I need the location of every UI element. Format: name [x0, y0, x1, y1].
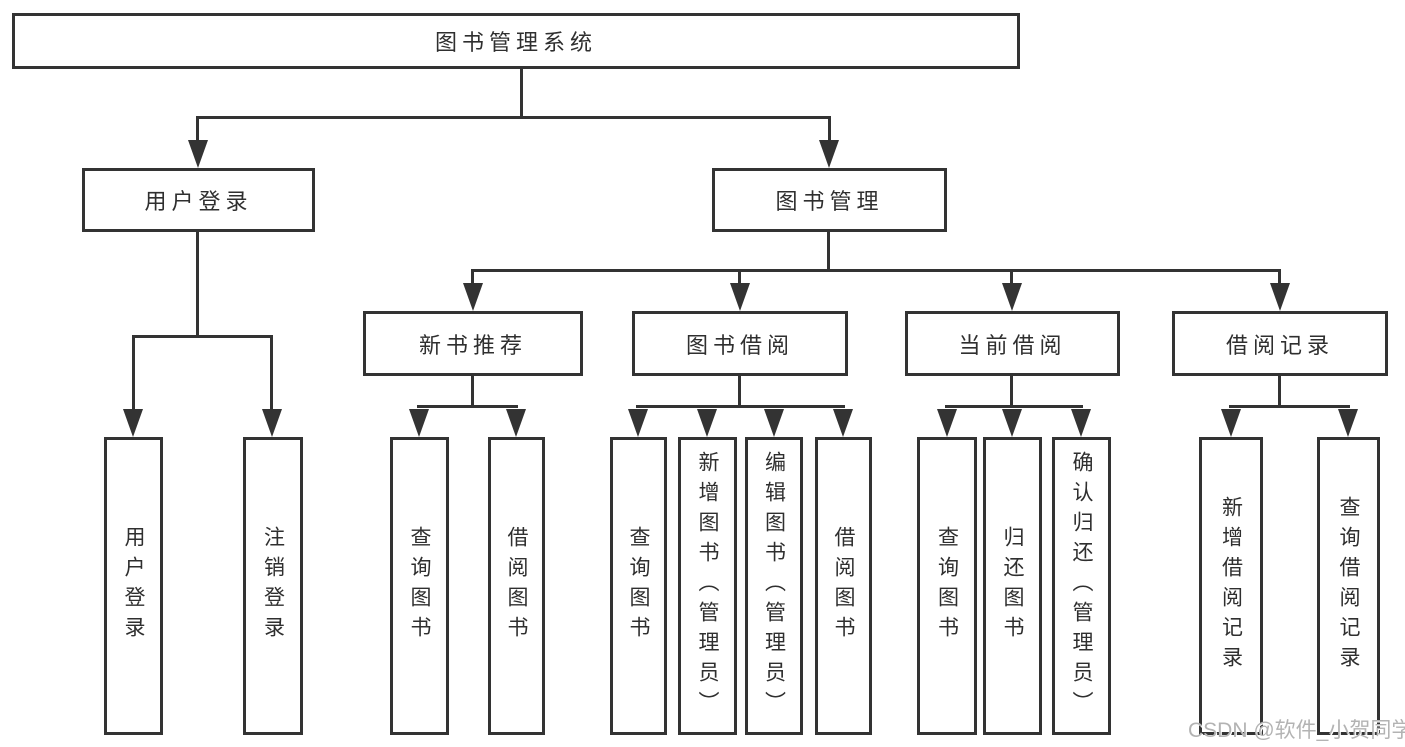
node-label: 当前借阅	[958, 332, 1067, 358]
connector-line	[945, 405, 1083, 408]
arrow-down-icon	[463, 283, 483, 311]
connector-line	[1010, 376, 1013, 407]
arrow-down-icon	[819, 140, 839, 168]
connector-line	[471, 269, 1281, 272]
arrow-down-icon	[506, 409, 526, 437]
node-new-book-recommendation: 新书推荐	[363, 311, 583, 376]
leaf-label: 新增借阅记录	[1219, 496, 1243, 676]
leaf-label: 查询图书	[627, 526, 650, 646]
leaf-add-borrow-record: 新增借阅记录	[1199, 437, 1263, 735]
connector-line	[1010, 269, 1013, 285]
arrow-down-icon	[628, 409, 648, 437]
leaf-edit-books-admin: 编辑图书（管理员）	[745, 437, 803, 735]
csdn-watermark: CSDN @软件_小贺同学	[1188, 719, 1405, 742]
node-user-login: 用户登录	[82, 168, 315, 232]
node-current-borrowing: 当前借阅	[905, 311, 1120, 376]
arrow-down-icon	[262, 409, 282, 437]
node-label: 借阅记录	[1225, 332, 1334, 358]
connector-line	[738, 269, 741, 285]
arrow-down-icon	[1071, 409, 1091, 437]
node-book-management: 图书管理	[712, 168, 947, 232]
arrow-down-icon	[409, 409, 429, 437]
node-label: 新书推荐	[418, 332, 527, 358]
node-library-management-system: 图书管理系统	[12, 13, 1020, 69]
connector-line	[196, 232, 199, 337]
connector-line	[471, 269, 474, 285]
connector-line	[1278, 376, 1281, 407]
leaf-query-borrow-record: 查询借阅记录	[1317, 437, 1380, 735]
arrow-down-icon	[764, 409, 784, 437]
connector-line	[828, 116, 831, 142]
connector-line	[520, 68, 523, 118]
leaf-query-books-3: 查询图书	[917, 437, 977, 735]
arrow-down-icon	[1270, 283, 1290, 311]
leaf-logout: 注销登录	[243, 437, 303, 735]
leaf-label: 注销登录	[261, 526, 285, 646]
arrow-down-icon	[730, 283, 750, 311]
leaf-label: 归还图书	[1001, 526, 1024, 646]
connector-line	[738, 376, 741, 407]
leaf-borrow-books-1: 借阅图书	[488, 437, 545, 735]
leaf-label: 借阅图书	[505, 526, 528, 646]
leaf-confirm-return-admin: 确认归还（管理员）	[1052, 437, 1111, 735]
node-label: 图书管理系统	[434, 30, 597, 55]
connector-line	[471, 376, 474, 407]
arrow-down-icon	[1002, 283, 1022, 311]
node-label: 图书管理	[775, 189, 884, 214]
leaf-label: 确认归还（管理员）	[1070, 451, 1093, 721]
arrow-down-icon	[1221, 409, 1241, 437]
leaf-label: 查询图书	[408, 526, 431, 646]
arrow-down-icon	[1338, 409, 1358, 437]
node-book-borrowing: 图书借阅	[632, 311, 848, 376]
leaf-query-books-1: 查询图书	[390, 437, 449, 735]
arrow-down-icon	[937, 409, 957, 437]
connector-line	[196, 116, 199, 142]
arrow-down-icon	[123, 409, 143, 437]
arrow-down-icon	[697, 409, 717, 437]
node-label: 图书借阅	[685, 332, 794, 358]
node-label: 用户登录	[144, 189, 253, 214]
leaf-label: 新增图书（管理员）	[696, 451, 719, 721]
leaf-add-books-admin: 新增图书（管理员）	[678, 437, 737, 735]
connector-line	[1278, 269, 1281, 285]
connector-line	[636, 405, 845, 408]
arrow-down-icon	[833, 409, 853, 437]
leaf-label: 查询借阅记录	[1337, 496, 1360, 676]
leaf-label: 借阅图书	[832, 526, 855, 646]
leaf-borrow-books-2: 借阅图书	[815, 437, 872, 735]
connector-line	[1229, 405, 1350, 408]
connector-line	[827, 232, 830, 272]
arrow-down-icon	[1002, 409, 1022, 437]
connector-line	[132, 335, 135, 411]
leaf-return-books: 归还图书	[983, 437, 1042, 735]
arrow-down-icon	[188, 140, 208, 168]
leaf-query-books-2: 查询图书	[610, 437, 667, 735]
leaf-user-login: 用户登录	[104, 437, 163, 735]
leaf-label: 编辑图书（管理员）	[762, 451, 786, 721]
connector-line	[132, 335, 273, 338]
connector-line	[417, 405, 518, 408]
connector-line	[196, 116, 831, 119]
leaf-label: 查询图书	[935, 526, 959, 646]
leaf-label: 用户登录	[122, 526, 145, 646]
node-borrowing-records: 借阅记录	[1172, 311, 1388, 376]
connector-line	[270, 335, 273, 411]
